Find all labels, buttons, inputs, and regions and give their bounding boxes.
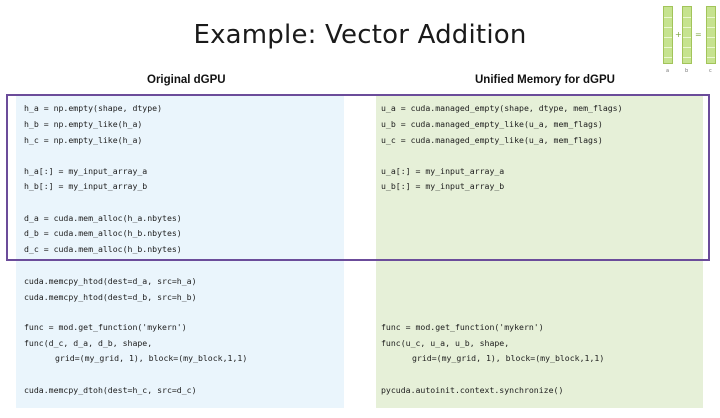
code-line: u_c = cuda.managed_empty_like(u_a, mem_f…: [381, 135, 603, 145]
code-line: u_a[:] = my_input_array_a: [381, 166, 505, 176]
code-line: u_b[:] = my_input_array_b: [381, 181, 505, 191]
vector-label-c: c: [709, 68, 712, 74]
left-code-panel: [16, 96, 344, 408]
code-line: func = mod.get_function('mykern'): [24, 322, 187, 332]
highlight-box: [6, 94, 710, 261]
code-line: cuda.memcpy_htod(dest=d_a, src=h_a): [24, 276, 197, 286]
code-line: func(u_c, u_a, u_b, shape,: [381, 338, 510, 348]
code-line: u_b = cuda.managed_empty_like(u_a, mem_f…: [381, 119, 603, 129]
left-column-heading: Original dGPU: [147, 74, 226, 86]
code-line: u_a = cuda.managed_empty(shape, dtype, m…: [381, 103, 623, 113]
slide-title: Example: Vector Addition: [193, 20, 527, 50]
vector-addition-icon: + = a b c: [660, 6, 720, 76]
code-line: h_a = np.empty(shape, dtype): [24, 103, 163, 113]
vector-a-icon: [663, 6, 673, 64]
code-line: h_b[:] = my_input_array_b: [24, 181, 148, 191]
plus-icon: +: [675, 30, 682, 39]
code-line: d_b = cuda.mem_alloc(h_b.nbytes): [24, 228, 182, 238]
code-line: grid=(my_grid, 1), block=(my_block,1,1): [55, 353, 248, 363]
code-line: h_c = np.empty_like(h_a): [24, 135, 143, 145]
code-line: cuda.memcpy_htod(dest=d_b, src=h_b): [24, 292, 197, 302]
right-code-panel: [376, 96, 703, 408]
code-line: grid=(my_grid, 1), block=(my_block,1,1): [412, 353, 605, 363]
vector-c-icon: [706, 6, 716, 64]
vector-label-a: a: [666, 68, 670, 74]
code-line: h_b = np.empty_like(h_a): [24, 119, 143, 129]
vector-b-icon: [682, 6, 692, 64]
vector-label-b: b: [685, 68, 689, 74]
equals-icon: =: [695, 30, 702, 39]
code-line: cuda.memcpy_dtoh(dest=h_c, src=d_c): [24, 385, 197, 395]
code-line: func(d_c, d_a, d_b, shape,: [24, 338, 153, 348]
code-line: d_c = cuda.mem_alloc(h_b.nbytes): [24, 244, 182, 254]
code-line: h_a[:] = my_input_array_a: [24, 166, 148, 176]
code-line: func = mod.get_function('mykern'): [381, 322, 544, 332]
code-line: d_a = cuda.mem_alloc(h_a.nbytes): [24, 213, 182, 223]
right-column-heading: Unified Memory for dGPU: [475, 74, 615, 86]
code-line: pycuda.autoinit.context.synchronize(): [381, 385, 564, 395]
